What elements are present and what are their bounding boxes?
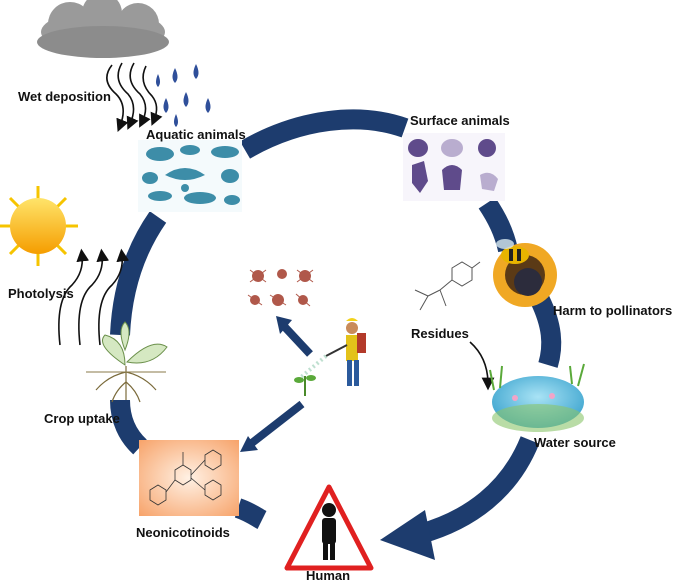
arrowhead-to-human	[380, 510, 435, 560]
wet-deposition-arrows	[106, 62, 163, 132]
farmer-sprayer-icon	[294, 318, 366, 396]
cycle-arc-bottom-right	[417, 436, 540, 544]
residues-arrow	[469, 341, 495, 391]
cloud-icon	[37, 0, 169, 58]
label-aquatic-animals: Aquatic animals	[146, 127, 246, 142]
neonicotinoid-structures-icon	[139, 440, 239, 516]
cycle-arc-bottom-left	[234, 498, 267, 529]
label-water-source: Water source	[534, 435, 616, 450]
label-surface-animals: Surface animals	[410, 113, 510, 128]
cycle-arc-left-upper	[110, 211, 167, 336]
surface-animals-icon	[403, 133, 505, 201]
label-wet-deposition: Wet deposition	[18, 89, 111, 104]
seedling-icon	[294, 375, 316, 396]
pond-icon	[489, 363, 585, 432]
human-warning-icon	[284, 484, 374, 571]
label-residues: Residues	[411, 326, 469, 341]
label-harm-to-pollinators: Harm to pollinators	[553, 303, 673, 318]
cycle-arc-left-lower	[110, 399, 148, 455]
label-human: Human	[306, 568, 351, 583]
inner-arrows	[240, 316, 313, 452]
rain-drops-icon	[156, 64, 211, 127]
sun-icon	[0, 186, 78, 266]
label-neonicotinoids: Neonicotinoids	[136, 525, 230, 540]
cycle-arc-top	[239, 109, 409, 159]
photolysis-arrows	[58, 248, 130, 346]
chemical-structure-icon	[414, 261, 481, 311]
aquatic-animals-icon	[138, 140, 242, 212]
label-crop-uptake: Crop uptake	[44, 411, 120, 426]
label-photolysis: Photolysis	[8, 286, 74, 301]
cycle-arc-right-middle	[530, 295, 562, 368]
pests-icon	[247, 269, 314, 307]
plant-roots-icon	[86, 321, 168, 403]
cycle-arrows	[110, 109, 562, 544]
bee-on-flower-icon	[493, 239, 557, 307]
